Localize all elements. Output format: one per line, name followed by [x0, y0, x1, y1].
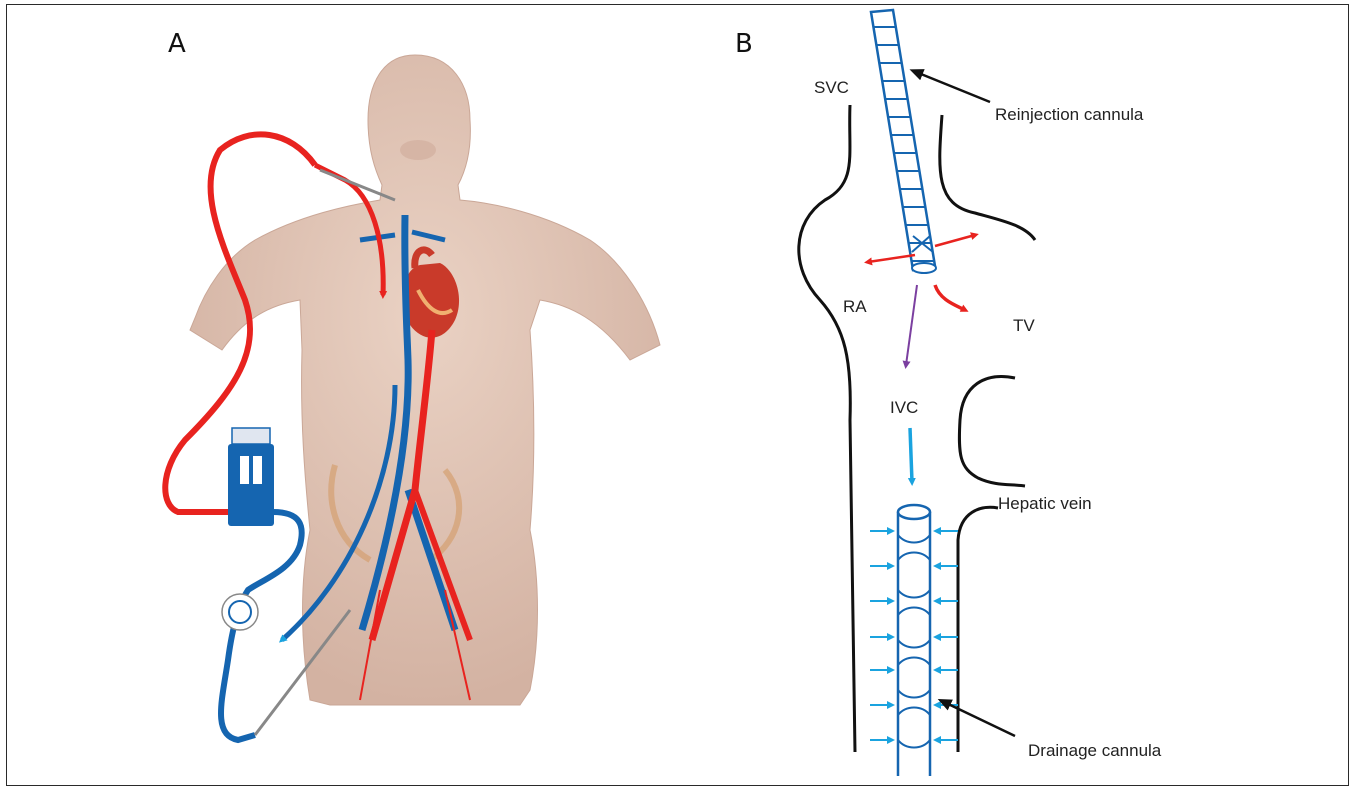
label-svc: SVC [814, 78, 849, 97]
label-hepatic-vein: Hepatic vein [998, 494, 1092, 513]
label-drainage-cannula: Drainage cannula [1028, 741, 1162, 760]
centrifugal-pump-icon [222, 594, 258, 630]
reinjection-pointer-arrow [916, 72, 990, 102]
label-reinjection-cannula: Reinjection cannula [995, 105, 1144, 124]
panel-b-letter: B [735, 29, 753, 59]
label-ivc: IVC [890, 398, 918, 417]
panel-a: A [165, 29, 660, 740]
oxygenator-icon [228, 428, 274, 526]
drainage-pointer-arrow [944, 702, 1015, 736]
vessel-left-wall [799, 105, 855, 752]
drainage-inflow-arrows [870, 531, 958, 740]
panel-a-letter: A [168, 29, 186, 59]
reinjection-cannula [871, 10, 936, 273]
svc-right-wall [940, 115, 1035, 240]
label-ra: RA [843, 297, 867, 316]
panel-b: B [735, 10, 1162, 776]
ivc-right-wall-lower [958, 507, 998, 752]
label-tv: TV [1013, 316, 1035, 335]
ivc-right-wall-hepatic [959, 377, 1025, 486]
face-shading [400, 140, 436, 160]
drainage-cannula [898, 505, 930, 776]
